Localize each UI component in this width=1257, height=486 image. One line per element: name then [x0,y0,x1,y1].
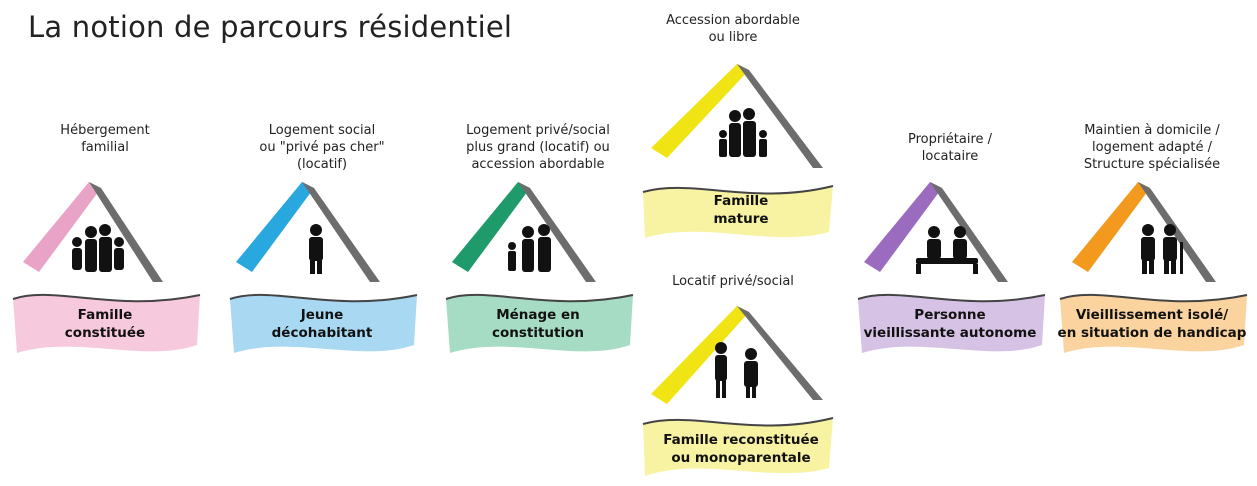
step-label: Famille constituée [64,307,146,341]
single-person-icon [309,224,323,274]
step-label: Ménage en constitution [491,307,585,341]
roof-gable [302,182,380,282]
page-title: La notion de parcours résidentiel [28,10,513,44]
step-caption: Hébergement familial [60,123,150,155]
house-icon [651,64,823,168]
roof-shape [651,64,749,158]
roof-shape [452,182,530,272]
banner-shape [642,417,834,476]
banner-shape [445,293,634,353]
step-label: Famille reconstituée ou monoparentale [663,432,819,466]
roof-shape [864,182,942,272]
roof-shape [1072,182,1150,272]
house-icon [23,182,163,282]
house-icon [651,306,823,404]
banner-shape [1059,293,1248,353]
house-icon [1072,182,1216,282]
house-icon [452,182,596,282]
step-caption: Maintien à domicile / logement adapté / … [1083,123,1221,172]
step-label: Vieillissement isolé/ en situation de ha… [1057,307,1247,341]
step-caption: Locatif privé/social [672,274,794,289]
roof-gable [930,182,1008,282]
elderly-cane-icon [1141,224,1183,274]
step-label: Personne vieillissante autonome [863,307,1037,341]
roof-gable [89,182,163,282]
family-five-icon [719,108,767,157]
roof-gable [737,64,823,168]
parent-child-icon [715,342,758,398]
banner-shape [857,293,1046,353]
roof-shape [236,182,314,272]
family-four-icon [72,224,124,272]
step-caption: Logement privé/social plus grand (locati… [466,123,610,172]
roof-gable [518,182,596,282]
house-icon [864,182,1008,282]
step-caption: Accession abordable ou libre [666,13,800,45]
roof-shape [23,182,101,272]
roof-gable [1138,182,1216,282]
family-three-icon [508,224,551,272]
roof-gable [737,306,823,400]
banner-shape [642,185,834,238]
step-label: Jeune décohabitant [271,307,373,341]
banner-shape [12,293,201,353]
step-caption: Propriétaire / locataire [907,132,993,164]
step-label: Famille mature [713,193,769,227]
house-icon [236,182,380,282]
roof-shape [651,306,749,404]
step-caption: Logement social ou "privé pas cher" (loc… [259,123,385,172]
seated-couple-icon [916,226,978,274]
banner-shape [229,293,418,353]
